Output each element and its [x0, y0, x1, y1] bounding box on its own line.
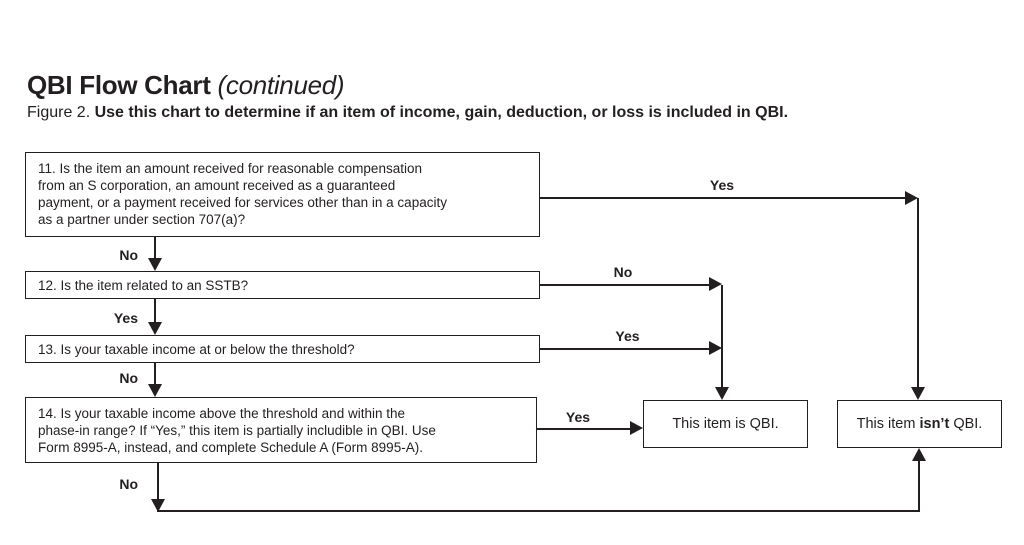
connector-bottom-line	[157, 510, 920, 512]
connector-q13-yes-line	[540, 348, 710, 350]
question-box-13-text: 13. Is your taxable income at or below t…	[38, 341, 355, 357]
arrow-up-icon	[912, 448, 926, 461]
result-isnt-qbi-prefix: This item	[856, 416, 920, 432]
edge-label-yes-q12: Yes	[113, 310, 138, 326]
result-isnt-qbi-bold: isn’t	[919, 416, 950, 432]
result-is-qbi-text: This item is QBI.	[672, 416, 779, 432]
page-title-continued: (continued)	[217, 70, 345, 100]
connector-bottom-up-line	[918, 460, 920, 511]
arrow-down-icon	[715, 387, 729, 400]
question-box-11-text: 11. Is the item an amount received for r…	[38, 161, 447, 227]
connector-q13-no-line	[154, 363, 156, 385]
result-box-isnt-qbi: This item isn’t QBI.	[837, 400, 1002, 448]
arrow-down-icon	[148, 258, 162, 271]
question-box-12-text: 12. Is the item related to an SSTB?	[38, 277, 249, 293]
connector-q11-yes-line	[540, 197, 906, 199]
arrow-down-icon	[148, 322, 162, 335]
edge-label-no-q12: No	[613, 264, 633, 280]
edge-label-no-q14: No	[119, 476, 138, 492]
edge-label-no-q13: No	[119, 370, 138, 386]
figure-label: Figure 2.	[27, 104, 95, 121]
edge-label-yes-q13: Yes	[615, 328, 640, 344]
question-box-13: 13. Is your taxable income at or below t…	[25, 335, 540, 363]
question-box-14: 14. Is your taxable income above the thr…	[25, 397, 537, 463]
arrow-right-icon	[709, 341, 722, 355]
result-isnt-qbi-suffix: QBI.	[949, 416, 983, 432]
result-box-is-qbi: This item is QBI.	[643, 400, 808, 448]
connector-q14-no-line	[157, 463, 159, 500]
connector-q12-yes-line	[154, 299, 156, 323]
arrow-down-icon	[151, 499, 165, 512]
arrow-right-icon	[709, 277, 722, 291]
arrow-down-icon	[911, 387, 925, 400]
arrow-right-icon	[630, 421, 643, 435]
arrow-down-icon	[148, 384, 162, 397]
connector-mid-down-line	[721, 285, 723, 388]
question-box-14-text: 14. Is your taxable income above the thr…	[38, 406, 436, 455]
figure-caption: Figure 2. Use this chart to determine if…	[27, 104, 788, 122]
connector-q14-yes-line	[537, 428, 631, 430]
connector-q12-no-line	[540, 284, 710, 286]
page-title: QBI Flow Chart (continued)	[27, 70, 345, 101]
question-box-12: 12. Is the item related to an SSTB?	[25, 271, 540, 299]
edge-label-yes-q14: Yes	[565, 409, 591, 425]
question-box-11: 11. Is the item an amount received for r…	[25, 152, 540, 237]
edge-label-no-q11: No	[119, 247, 138, 263]
page-title-text: QBI Flow Chart	[27, 70, 211, 100]
edge-label-yes-q11: Yes	[709, 177, 735, 193]
figure-caption-text: Use this chart to determine if an item o…	[94, 104, 789, 121]
arrow-right-icon	[905, 191, 918, 205]
connector-q11-no-line	[154, 237, 156, 259]
connector-right-down-line	[917, 198, 919, 388]
